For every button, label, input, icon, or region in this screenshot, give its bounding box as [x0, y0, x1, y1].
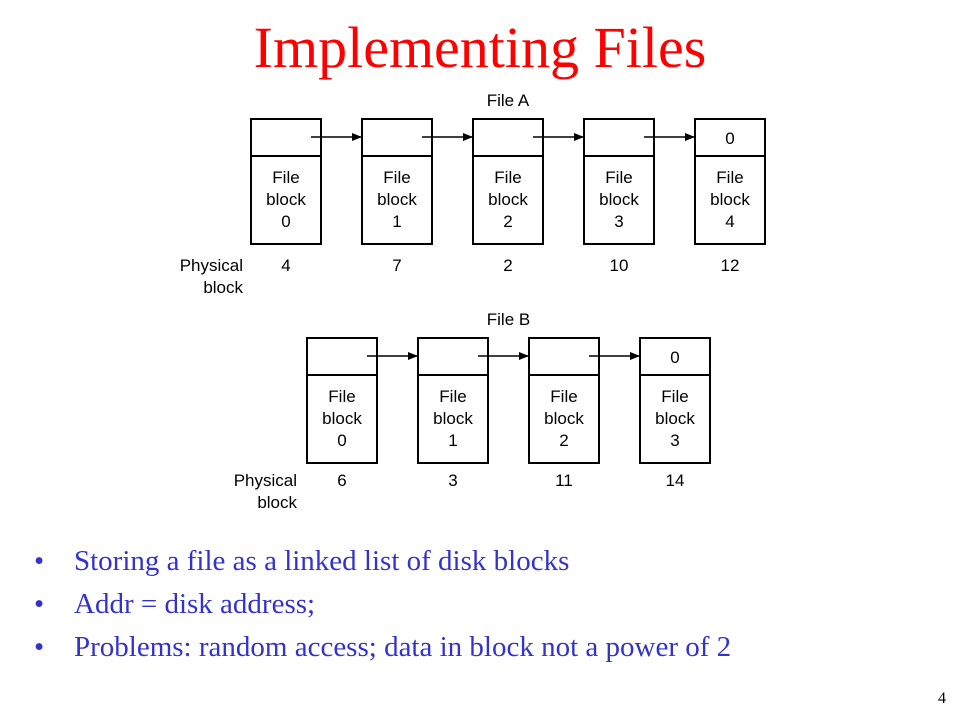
- physical-block-number: 4: [281, 256, 290, 275]
- file-block-label: block: [266, 190, 306, 209]
- physical-block-label: block: [257, 493, 297, 512]
- physical-block-number: 14: [666, 471, 685, 490]
- file-block-index: 2: [559, 431, 568, 450]
- file-block-label: block: [599, 190, 639, 209]
- file-block-label: block: [433, 409, 473, 428]
- slide-title: Implementing Files: [253, 15, 707, 80]
- physical-block-label: Physical: [234, 471, 297, 490]
- file-block-label: block: [655, 409, 695, 428]
- file-block-box: [472, 118, 544, 245]
- file-block-box: [250, 118, 322, 245]
- file-block-label: File: [439, 387, 466, 406]
- file-block-index: 0: [337, 431, 346, 450]
- bullet-item: •Problems: random access; data in block …: [34, 631, 732, 663]
- file-block-index: 3: [670, 431, 679, 450]
- file-name-label: File A: [487, 91, 530, 110]
- file-block-index: 1: [392, 212, 401, 231]
- file-block-label: block: [322, 409, 362, 428]
- bullet-text: Storing a file as a linked list of disk …: [74, 545, 570, 577]
- file-block-index: 2: [503, 212, 512, 231]
- physical-block-number: 10: [610, 256, 629, 275]
- file-block-label: block: [377, 190, 417, 209]
- file-block-label: File: [716, 168, 743, 187]
- physical-block-number: 2: [503, 256, 512, 275]
- file-block-box: [694, 118, 766, 245]
- file-block-index: 4: [725, 212, 734, 231]
- bullet-item: •Addr = disk address;: [34, 588, 316, 620]
- file-name-label: File B: [487, 310, 530, 329]
- file-block-label: File: [661, 387, 688, 406]
- file-block-box: [528, 337, 600, 464]
- file-block-label: File: [383, 168, 410, 187]
- file-block-label: File: [550, 387, 577, 406]
- file-block-box: [583, 118, 655, 245]
- file-block-label: File: [605, 168, 632, 187]
- file-block-label: File: [328, 387, 355, 406]
- linked-list-diagram: File AFileblock04Fileblock17Fileblock22F…: [180, 91, 766, 512]
- physical-block-number: 6: [337, 471, 346, 490]
- physical-block-number: 11: [555, 471, 573, 490]
- bullet-list: •Storing a file as a linked list of disk…: [34, 540, 731, 669]
- physical-block-label: Physical: [180, 256, 243, 275]
- file-block-index: 0: [281, 212, 290, 231]
- file-block-box: [306, 337, 378, 464]
- file-block-label: File: [272, 168, 299, 187]
- file-block-label: block: [710, 190, 750, 209]
- physical-block-number: 12: [721, 256, 740, 275]
- page-number: 4: [938, 690, 946, 707]
- physical-block-number: 3: [448, 471, 457, 490]
- file-block-box: [639, 337, 711, 464]
- bullet-text: Addr = disk address;: [74, 588, 316, 620]
- file-block-label: block: [544, 409, 584, 428]
- end-of-list-marker: 0: [670, 348, 679, 367]
- bullet-item: •Storing a file as a linked list of disk…: [34, 545, 570, 577]
- bullet-text: Problems: random access; data in block n…: [74, 631, 732, 663]
- physical-block-label: block: [203, 278, 243, 297]
- file-block-box: [417, 337, 489, 464]
- file-block-index: 1: [448, 431, 457, 450]
- end-of-list-marker: 0: [725, 129, 734, 148]
- physical-block-number: 7: [392, 256, 401, 275]
- file-block-label: File: [494, 168, 521, 187]
- file-block-index: 3: [614, 212, 623, 231]
- file-block-box: [361, 118, 433, 245]
- file-block-label: block: [488, 190, 528, 209]
